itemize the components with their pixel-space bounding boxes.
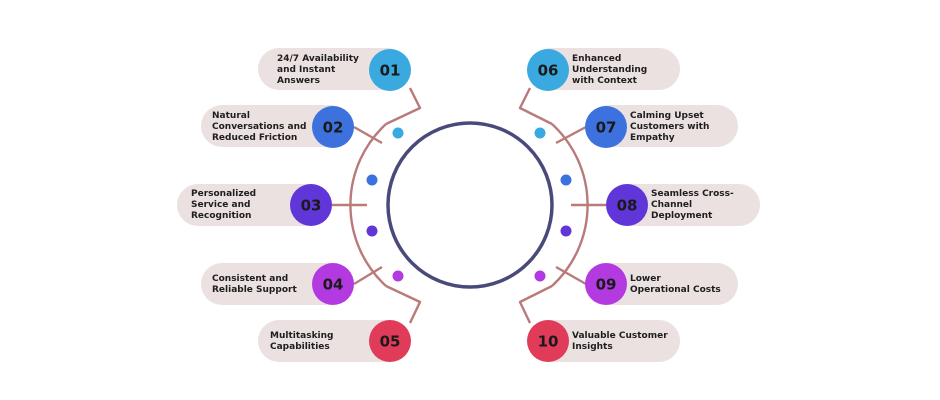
number-badge-05 xyxy=(369,320,411,362)
badge-number-08: 08 xyxy=(617,197,638,215)
label-pill-08 xyxy=(610,184,760,226)
label-pill-06 xyxy=(530,48,680,90)
connector-line-10 xyxy=(518,284,553,324)
number-badge-06 xyxy=(527,49,569,91)
connector-dot-09 xyxy=(534,270,546,282)
badge-number-03: 03 xyxy=(301,197,322,215)
connector-lines xyxy=(332,87,606,324)
connector-line-04 xyxy=(353,265,383,286)
connector-dot-02 xyxy=(366,174,378,186)
connector-line-01 xyxy=(385,87,422,126)
connector-line-06 xyxy=(518,87,553,126)
label-pill-05 xyxy=(258,320,408,362)
connector-dot-07 xyxy=(560,174,572,186)
label-pill-09 xyxy=(588,263,738,305)
number-badge-04 xyxy=(312,263,354,305)
badge-number-09: 09 xyxy=(596,276,617,294)
number-badge-08 xyxy=(606,184,648,226)
label-pill-01 xyxy=(258,48,408,90)
connector-line-09 xyxy=(555,265,587,286)
number-badge-07 xyxy=(585,106,627,148)
connector-line-07 xyxy=(555,125,587,145)
connector-dot-08 xyxy=(560,225,572,237)
label-pill-10 xyxy=(530,320,680,362)
number-badge-02 xyxy=(312,106,354,148)
connector-dot-04 xyxy=(392,270,404,282)
connector-dot-01 xyxy=(392,127,404,139)
center-ring xyxy=(386,121,554,289)
badge-number-01: 01 xyxy=(380,62,401,80)
badge-number-05: 05 xyxy=(380,333,401,351)
badge-number-10: 10 xyxy=(538,333,559,351)
connector-dot-06 xyxy=(534,127,546,139)
badge-number-04: 04 xyxy=(323,276,344,294)
number-badge-10 xyxy=(527,320,569,362)
label-pill-07 xyxy=(588,105,738,147)
connector-line-02 xyxy=(353,125,383,145)
badge-number-02: 02 xyxy=(323,119,344,137)
number-badge-03 xyxy=(290,184,332,226)
badge-number-07: 07 xyxy=(596,119,617,137)
connector-dots xyxy=(366,127,572,282)
connector-dot-03 xyxy=(366,225,378,237)
number-badge-01 xyxy=(369,49,411,91)
connector-line-05 xyxy=(385,284,422,324)
label-pill-02 xyxy=(201,105,351,147)
number-badge-09 xyxy=(585,263,627,305)
label-pill-03 xyxy=(177,184,327,226)
badge-number-06: 06 xyxy=(538,62,559,80)
label-pill-04 xyxy=(201,263,351,305)
